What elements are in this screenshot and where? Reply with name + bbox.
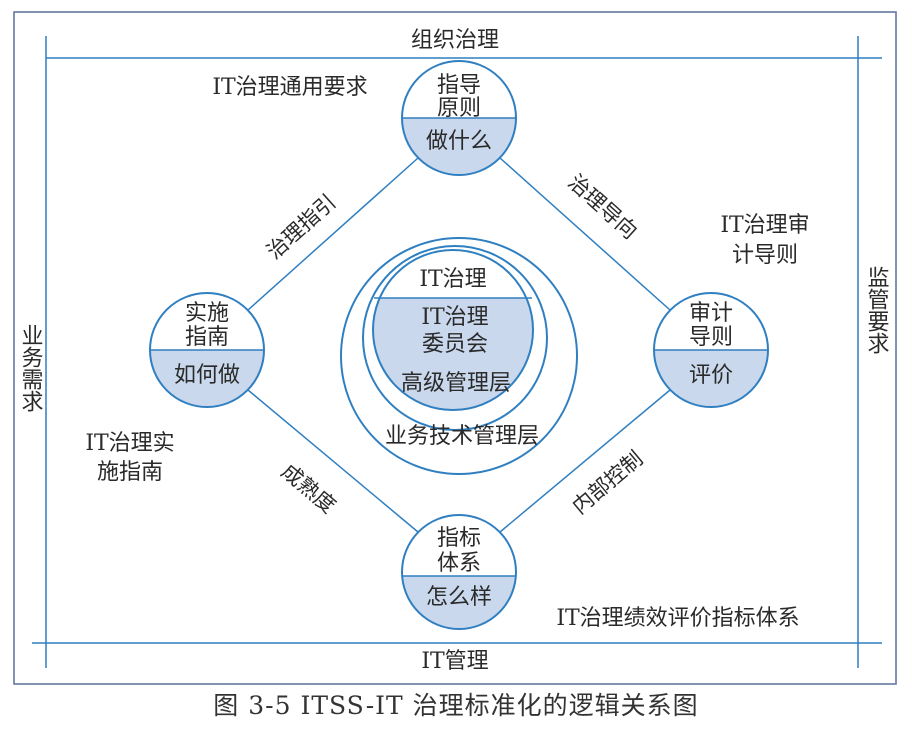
- node-bottom-lower: 怎么样: [426, 585, 492, 610]
- node-right-upper-1: 审计: [689, 301, 733, 326]
- node-indicator-system: 指标 体系 怎么样: [401, 514, 517, 630]
- node-top-upper-1: 指导: [437, 73, 481, 98]
- annotation-bottom-right: IT治理绩效评价指标体系: [556, 606, 799, 631]
- center-inner-fill-line2: 委员会: [422, 332, 488, 357]
- frame-label-right: 监管要求: [864, 266, 890, 354]
- edge-top-right: [499, 157, 671, 311]
- edge-label-bottom-right: 内部控制: [568, 446, 648, 518]
- node-audit-guide: 审计 导则 评价: [653, 292, 769, 408]
- node-left-upper-1: 实施: [185, 301, 229, 326]
- center-middle-circle: [362, 245, 548, 431]
- annotation-left-line1: IT治理实: [85, 431, 174, 456]
- annotation-top-left: IT治理通用要求: [212, 75, 367, 100]
- edge-label-bottom-left: 成熟度: [277, 459, 341, 518]
- center-inner-top-label: IT治理: [419, 267, 486, 292]
- figure-caption: 图 3-5 ITSS-IT 治理标准化的逻辑关系图: [213, 691, 699, 720]
- center-governance-circles: IT治理 IT治理 委员会 高级管理层 业务技术管理层: [340, 237, 578, 475]
- center-inner-fill-line1: IT治理: [421, 305, 488, 330]
- center-outer-circle: [340, 237, 578, 475]
- outer-border: [13, 11, 897, 685]
- annotation-right-line2: 计导则: [732, 243, 798, 268]
- node-right-lower: 评价: [689, 363, 733, 388]
- node-guiding-principles: 指导 原则 做什么: [401, 60, 517, 176]
- edge-label-top-right: 治理导向: [563, 170, 641, 244]
- frame-label-left: 业务需求: [18, 324, 44, 412]
- node-left-lower: 如何做: [174, 363, 240, 388]
- frame-label-bottom: IT管理: [421, 649, 488, 674]
- edge-bottom-left: [247, 389, 419, 533]
- node-bottom-upper-1: 指标: [437, 526, 481, 551]
- node-top-lower: 做什么: [426, 129, 492, 154]
- node-top-upper-2: 原则: [437, 96, 481, 121]
- annotation-left-line2: 施指南: [97, 460, 163, 485]
- annotation-right-line1: IT治理审: [720, 213, 809, 238]
- frame-label-top: 组织治理: [411, 28, 499, 53]
- center-inner-circle: [372, 249, 534, 411]
- edge-top-left: [247, 157, 419, 311]
- center-outer-label: 业务技术管理层: [385, 424, 539, 449]
- node-left-upper-2: 指南: [185, 325, 229, 350]
- node-bottom-upper-2: 体系: [437, 551, 481, 576]
- node-right-upper-2: 导则: [689, 325, 733, 350]
- center-middle-label: 高级管理层: [401, 371, 511, 396]
- node-implementation-guide: 实施 指南 如何做: [149, 292, 265, 408]
- edge-label-top-left: 治理指引: [262, 190, 340, 264]
- edge-bottom-right: [499, 389, 671, 533]
